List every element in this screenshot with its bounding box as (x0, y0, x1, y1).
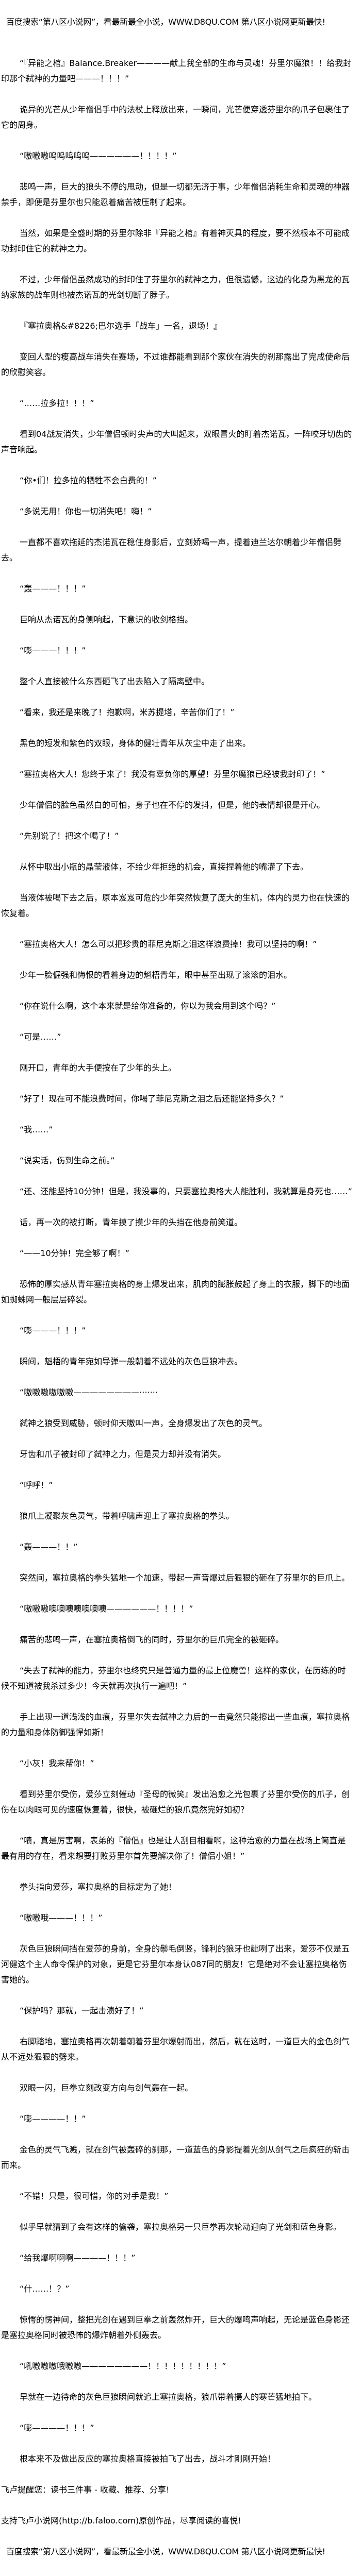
story-paragraph: “嗷嗷嗷噢噢噢噢噢噢噢——————！！！！” (20, 1604, 193, 1614)
story-paragraph: “我……” (20, 1125, 53, 1134)
story-paragraph: “好了！现在可不能浪费时间，你喝了菲尼克斯之泪之后还能坚持多久？” (20, 1094, 284, 1104)
story-paragraph: 手上出现一道浅浅的血痕，芬里尔失去弑神之力后的一击竟然只能擦出一些血痕，塞拉奥格… (1, 1712, 350, 1737)
site-banner-bottom: 百度搜索“第八区小说网”，看最新最全小说，WWW.D8QU.COM 第八区小说网… (6, 2547, 325, 2556)
story-paragraph: “——10分钟！完全够了啊！” (20, 1248, 129, 1258)
story-paragraph: “不错！只是，很可惜，你的对手是我！” (20, 2191, 169, 2201)
faloo-reminder: 飞卢提醒您：读书三件事 - 收藏、推荐、分享! (1, 2485, 170, 2495)
story-paragraph: “轰———！！” (20, 1542, 78, 1552)
story-paragraph: 『塞拉奥格&#8226;巴尔选手「战车」一名，退场！』 (20, 321, 222, 331)
story-paragraph: 当液体被喝下去之后，原本岌岌可危的少年突然恢复了庞大的生机，体内的灵力也在快速的… (1, 893, 350, 918)
story-paragraph: 看到芬里尔受伤，爱莎立刻催动『圣母的微笑』发出治愈之光包裹了芬里尔受伤的爪子，创… (1, 1789, 350, 1815)
story-paragraph: 诡异的光芒从少年僧侣手中的法杖上释放出来，一瞬间，光芒便穿透芬里尔的爪子包裹住了… (1, 105, 350, 130)
chapter-body: “『异能之棺』Balance.Breaker————献上我全部的生命与灵魂！芬里… (1, 56, 354, 2467)
story-paragraph: “说实话，伤到生命之前。” (20, 1156, 115, 1165)
story-paragraph: “啧，真是厉害啊，表弟的『僧侣』也是让人刮目相看啊，这种治愈的力量在战场上简直是… (1, 1836, 346, 1861)
story-paragraph: 弑神之狼受到威胁，顿时仰天嗷叫一声，全身爆发出了灰色的灵气。 (20, 1418, 268, 1428)
story-paragraph: 看到04战友消失，少年僧侣顿时尖声的大叫起来，双眼冒火的盯着杰诺瓦，一阵咬牙切齿… (1, 429, 352, 454)
story-paragraph: 牙齿和爪子被封印了弑神之力，但是灵力却并没有消失。 (20, 1449, 226, 1459)
story-paragraph: “嘭———！！！” (20, 646, 86, 655)
story-paragraph: 悲鸣一声，巨大的狼头不停的甩动，但是一切都无济于事，少年僧侣消耗生命和灵魂的神器… (1, 182, 350, 207)
story-paragraph: “你在说什么啊，这个本来就是给你准备的，你以为我会用到这个吗？” (20, 1001, 276, 1011)
story-paragraph: “多说无用！你也一切消失吧！嗨！” (20, 506, 152, 516)
chapter-page: 百度搜索“第八区小说网”，看最新最全小说，WWW.D8QU.COM 第八区小说网… (0, 14, 358, 2560)
story-paragraph: 金色的灵气飞溅，就在剑气被轰碎的刹那，一道蓝色的身影提着光剑从剑气之后疯狂的斩击… (1, 2145, 350, 2170)
story-paragraph: 少年僧侣的脸色虽然白的可怕，身子也在不停的发抖，但是，他的表情却很是开心。 (20, 800, 325, 810)
story-paragraph: “看来，我还是来晚了！抱歉啊，米苏提塔，辛苦你们了！” (20, 707, 235, 717)
story-paragraph: 不过，少年僧侣虽然成功的封印住了芬里尔的弑神之力，但很遗憾，这边的化身为黑龙的瓦… (1, 275, 350, 300)
story-paragraph: “『异能之棺』Balance.Breaker————献上我全部的生命与灵魂！芬里… (1, 58, 352, 83)
story-paragraph: “你•们！拉多拉的牺牲不会白费的！” (20, 476, 157, 485)
story-paragraph: “失去了弑神的能力，芬里尔也终究只是普通力量的最上位魔兽！这样的家伙，在历练的时… (1, 1666, 346, 1691)
story-paragraph: 早就在一边待命的灰色巨狼瞬间就追上塞拉奥格，狼爪带着摄人的寒芒猛地拍下。 (20, 2392, 317, 2402)
story-paragraph: 少年一脸倔强和悔恨的看着身边的魁梧青年，眼中甚至出现了滚滚的泪水。 (20, 970, 292, 980)
story-paragraph: “嘭———！！！” (20, 1326, 86, 1335)
story-paragraph: 一直都不喜欢拖延的杰诺瓦在稳住身影后，立刻娇喝一声，提着迪兰达尔朝着少年僧侣劈去… (1, 537, 342, 563)
story-paragraph: 狼爪上凝聚灰色灵气，带着呼啸声迎上了塞拉奥格的拳头。 (20, 1511, 235, 1521)
story-paragraph: “……拉多拉！！！” (20, 398, 94, 408)
story-paragraph: 整个人直接被什么东西砸飞了出去陷入了隔离壁中。 (20, 676, 210, 686)
story-paragraph: 变回人型的瘦高战车消失在赛场，不过谁都能看到那个家伙在消失的刹那露出了完成使命后… (1, 352, 350, 377)
story-paragraph: “什……！？” (20, 2284, 70, 2294)
story-paragraph: “可是……” (20, 1032, 61, 1042)
story-paragraph: 当然，如果是全盛时期的芬里尔除非『异能之棺』有着神灭具的程度，要不然根本不可能成… (1, 228, 350, 253)
story-paragraph: 惊愕的愣神间，整把光剑在遇到巨拳之前轰然炸开，巨大的爆鸣声响起，无论是蓝色身影还… (1, 2315, 350, 2340)
story-paragraph: 黑色的短发和紫色的双眼，身体的健壮青年从灰尘中走了出来。 (20, 738, 251, 748)
story-paragraph: “塞拉奥格大人！怎么可以把珍贵的菲尼克斯之泪这样浪费掉！我可以坚持的啊！” (20, 939, 317, 949)
story-paragraph: “呼呼！” (20, 1480, 53, 1490)
story-paragraph: 根本来不及做出反应的塞拉奥格直接被拍飞了出去，战斗才刚刚开始！ (20, 2454, 276, 2464)
story-paragraph: 右脚踏地，塞拉奥格再次朝着朝着芬里尔爆射而出，然后，就在这时，一道巨大的金色剑气… (1, 2037, 350, 2062)
story-paragraph: 双眼一闪，巨拳立刻改变方向与剑气轰在一起。 (20, 2083, 193, 2093)
story-paragraph: 瞬间，魁梧的青年宛如导弹一般朝着不远处的灰色巨狼冲去。 (20, 1357, 243, 1366)
story-paragraph: 从怀中取出小瓶的晶莹液体，不给少年拒绝的机会，直接捏着他的嘴灌了下去。 (20, 862, 309, 872)
story-paragraph: 灰色巨狼瞬间挡在爱莎的身前，全身的鬃毛倒竖，锋利的狼牙也龇咧了出来，爱莎不仅是五… (1, 1944, 350, 1985)
story-paragraph: 巨响从杰诺瓦的身侧响起，下意识的收剑格挡。 (20, 615, 193, 624)
story-paragraph: “吼嗷嗷嗷哦嗷嗷————————！！！！！！！！！” (20, 2361, 226, 2371)
story-paragraph: 痛苦的悲鸣一声，在塞拉奥格倒飞的同时，芬里尔的巨爪完全的被砸碎。 (20, 1635, 284, 1645)
story-paragraph: “给我爆啊啊啊————！！！” (20, 2253, 136, 2263)
story-paragraph: “嘭————！！” (20, 2114, 86, 2124)
story-paragraph: “保护吗？那就，一起击溃好了！” (20, 2006, 144, 2015)
story-paragraph: 突然间，塞拉奥格的拳头猛地一个加速，带起一声音爆过后狠狠的砸在了芬里尔的巨爪上。 (20, 1573, 350, 1583)
story-paragraph: 拳头指向爱莎，塞拉奥格的目标定为了她！ (20, 1882, 177, 1892)
site-banner-top: 百度搜索“第八区小说网”，看最新最全小说，WWW.D8QU.COM 第八区小说网… (6, 17, 325, 27)
story-paragraph: “轰———！！！” (20, 584, 86, 594)
story-paragraph: 恐怖的厚实感从青年塞拉奥格的身上爆发出来，肌肉的膨胀鼓起了身上的衣服，脚下的地面… (1, 1279, 350, 1304)
story-paragraph: “塞拉奥格大人！您终于来了！我没有辜负你的厚望！芬里尔魔狼已经被我封印了！” (20, 769, 325, 779)
story-paragraph: “先别说了！把这个喝了！” (20, 831, 119, 841)
story-paragraph: 话，再一次的被打断，青年摸了摸少年的头挡在他身前笑道。 (20, 1217, 243, 1227)
faloo-support-note: 支持飞卢小说网(http://b.faloo.com)原创作品，尽享阅读的喜悦! (1, 2516, 241, 2526)
story-paragraph: “小灰！我来帮你！” (20, 1758, 94, 1768)
story-paragraph: “嗷嗷哦———！！！” (20, 1913, 103, 1923)
story-paragraph: 刚开口，青年的大手便按在了少年的头上。 (20, 1063, 177, 1073)
story-paragraph: “嗷嗷嗷呜呜呜呜呜——————！！！！” (20, 151, 177, 161)
story-paragraph: “嘭————！！！” (20, 2423, 94, 2433)
story-paragraph: “还、还能坚持10分钟！但是，我没事的，只要塞拉奥格大人能胜利，我就算是身死也…… (20, 1187, 352, 1196)
story-paragraph: 似乎早就猜到了会有这样的偷袭，塞拉奥格另一只巨拳再次轮动迎向了光剑和蓝色身影。 (20, 2222, 342, 2232)
story-paragraph: “嗷嗷嗷嗷嗷嗷————————······· (20, 1387, 158, 1397)
